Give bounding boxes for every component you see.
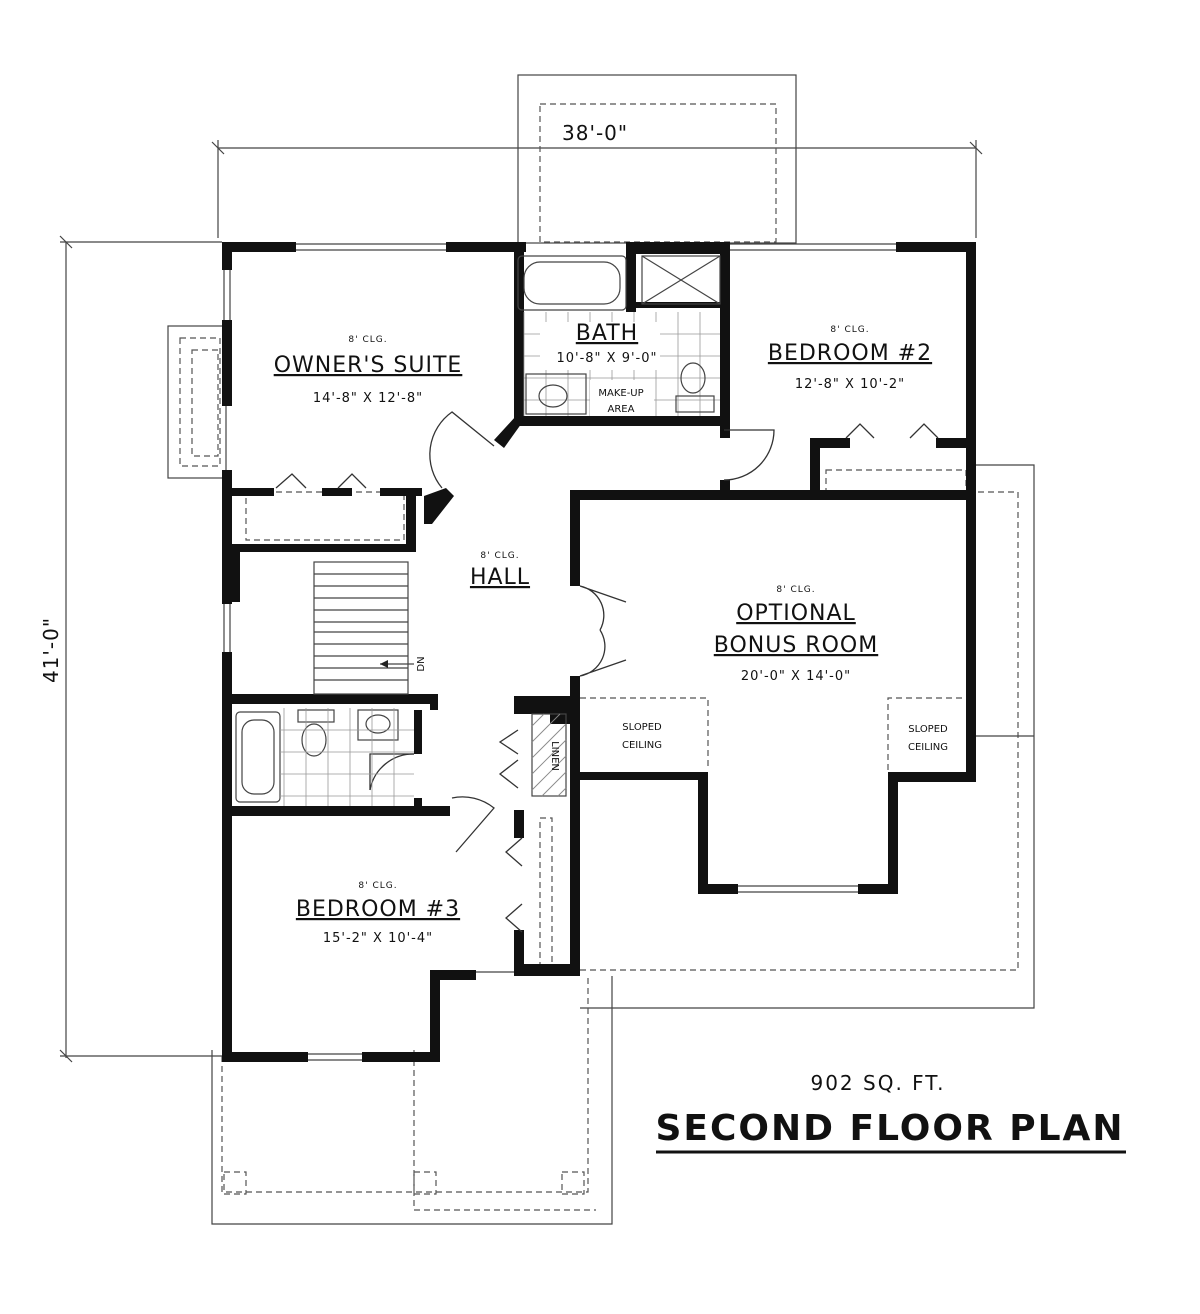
- linen-closet: [531, 713, 567, 797]
- walls: [222, 242, 976, 1062]
- bath-fixtures: [235, 255, 721, 806]
- owners-suite-size: 14'-8" X 12'-8": [313, 391, 423, 406]
- dimension-lines: [59, 140, 983, 1063]
- plan-title: SECOND FLOOR PLAN: [655, 1108, 1124, 1149]
- overall-width-label: 38'-0": [562, 121, 628, 145]
- bath-name: BATH: [576, 321, 638, 346]
- doors: [275, 411, 939, 933]
- bonus-room-name-1: OPTIONAL: [736, 601, 856, 626]
- sloped-ceiling-left-1: SLOPED: [622, 722, 662, 733]
- owners-suite-name: OWNER'S SUITE: [274, 353, 463, 378]
- square-footage: 902 SQ. FT.: [810, 1071, 945, 1095]
- sloped-ceiling-left-2: CEILING: [622, 740, 662, 751]
- sloped-ceiling-right-2: CEILING: [908, 742, 948, 753]
- linen-label: LINEN: [549, 741, 560, 771]
- bath-size: 10'-8" X 9'-0": [556, 351, 657, 366]
- bedroom-3-ceiling: 8' CLG.: [358, 881, 397, 891]
- windows: [223, 243, 896, 1061]
- bonus-room-size: 20'-0" X 14'-0": [741, 669, 851, 684]
- bedroom-3-size: 15'-2" X 10'-4": [323, 931, 433, 946]
- bedroom-2-name: BEDROOM #2: [768, 341, 932, 366]
- overall-depth-label: 41'-0": [39, 617, 63, 683]
- owners-suite-ceiling: 8' CLG.: [348, 335, 387, 345]
- hall-name: HALL: [470, 565, 530, 590]
- bedroom-3-name: BEDROOM #3: [296, 897, 460, 922]
- bedroom-2-ceiling: 8' CLG.: [830, 325, 869, 335]
- labels: 38'-0" 41'-0" 8' CLG. OWNER'S SUITE 14'-…: [39, 121, 1126, 1154]
- makeup-label-2: AREA: [608, 404, 635, 415]
- sloped-ceiling-areas: [580, 697, 968, 770]
- bonus-room-name-2: BONUS ROOM: [714, 633, 878, 658]
- stairs: [313, 561, 414, 695]
- bonus-room-ceiling: 8' CLG.: [776, 585, 815, 595]
- hall-ceiling: 8' CLG.: [480, 551, 519, 561]
- sloped-ceiling-right-1: SLOPED: [908, 724, 948, 735]
- makeup-label-1: MAKE-UP: [598, 388, 643, 399]
- stair-down-label: DN: [416, 656, 427, 671]
- bedroom-2-size: 12'-8" X 10'-2": [795, 377, 905, 392]
